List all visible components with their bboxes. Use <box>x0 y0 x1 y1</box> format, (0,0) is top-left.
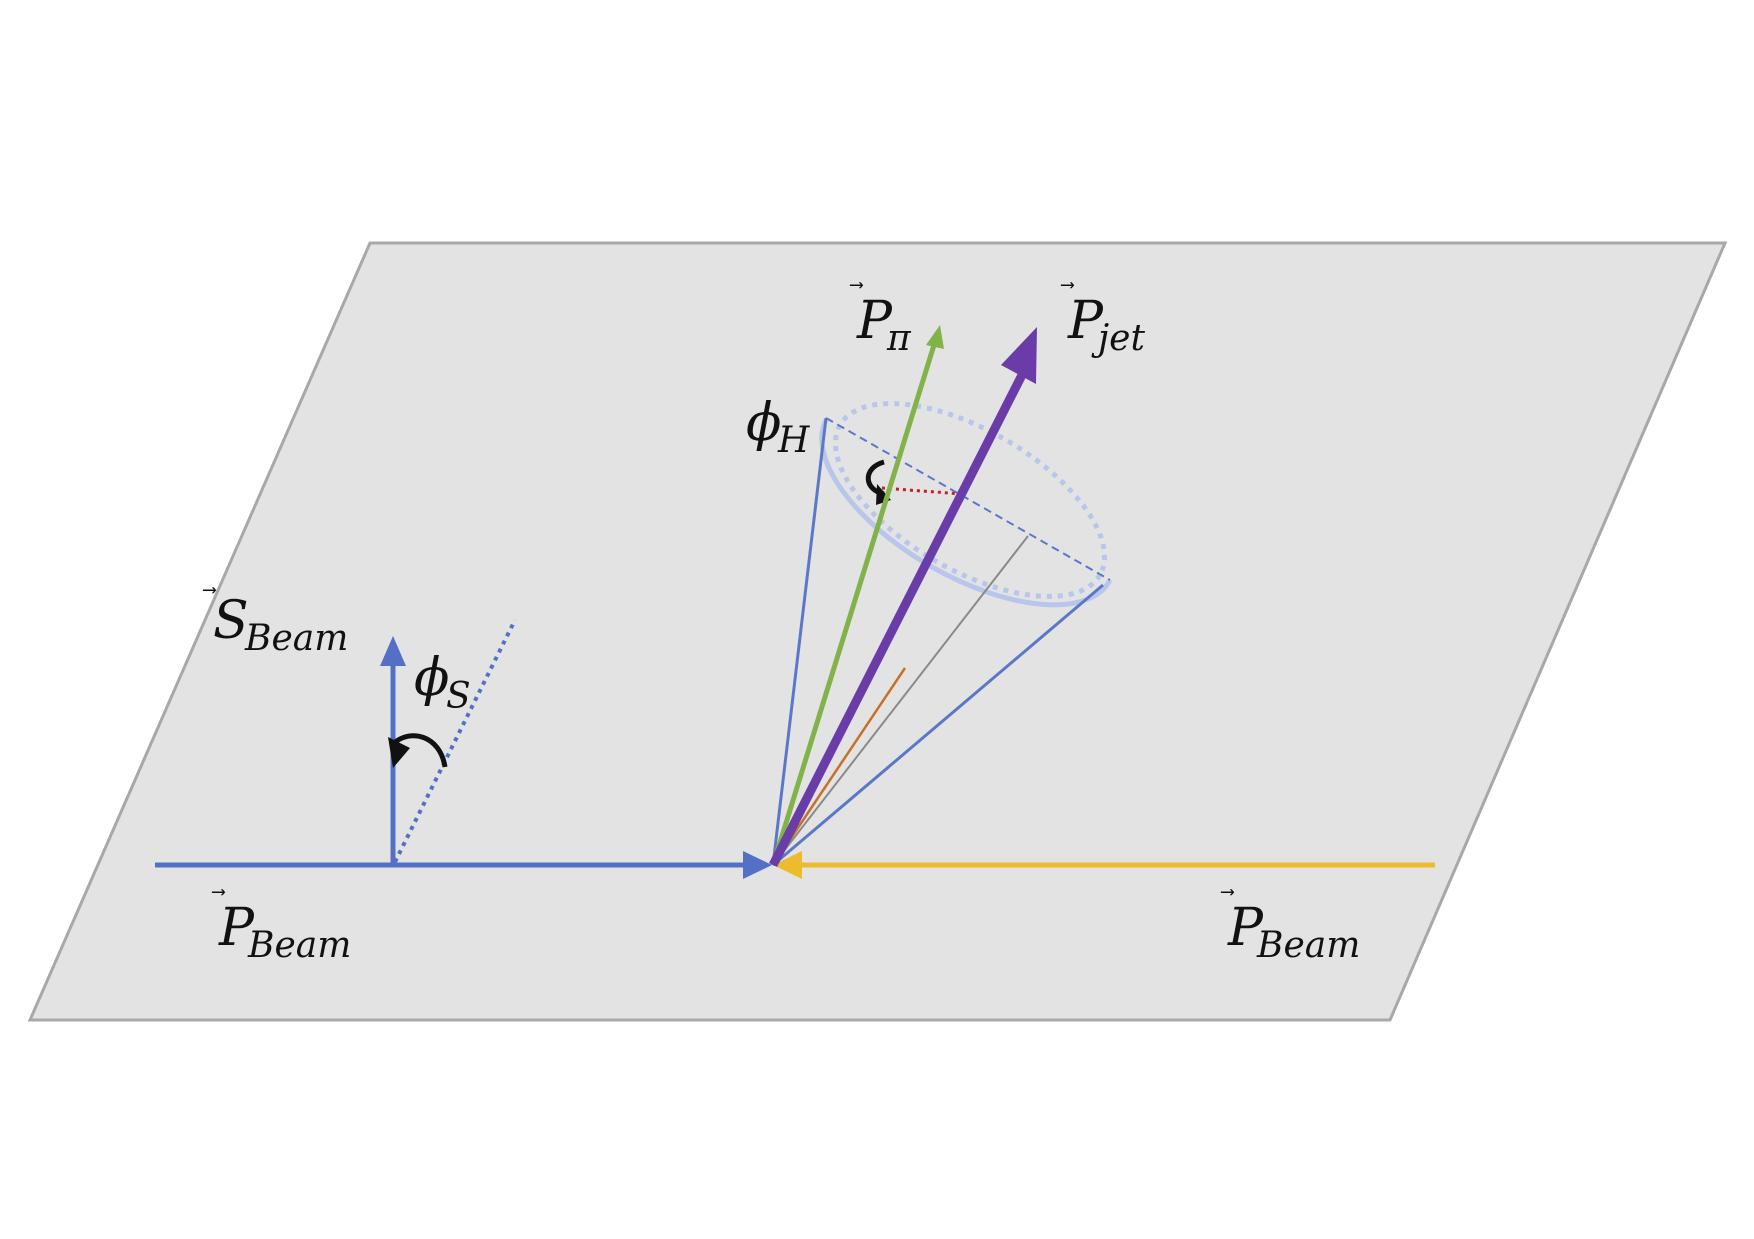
orange-hadron-line <box>771 667 907 866</box>
beam-yellow-arrowhead <box>773 851 802 879</box>
svg-text:Beam: Beam <box>244 618 348 659</box>
svg-text:S: S <box>446 676 471 717</box>
svg-text:S: S <box>213 591 249 651</box>
gray-hadron-line <box>772 535 1029 866</box>
svg-text:Beam: Beam <box>1256 925 1360 966</box>
svg-text:P: P <box>1067 291 1104 351</box>
beam-blue-arrowhead <box>743 851 772 879</box>
label-p-beam-right: ⃗ P Beam <box>1220 889 1360 966</box>
pion-momentum-arrowhead <box>926 325 944 349</box>
label-phi-s: ϕ S <box>414 648 471 717</box>
jet-cone <box>771 401 1113 867</box>
phi-s-rotation-icon <box>388 733 448 768</box>
svg-text:P: P <box>1227 898 1264 958</box>
label-p-jet: ⃗ P jet <box>1060 282 1145 359</box>
svg-text:Beam: Beam <box>247 925 351 966</box>
svg-text:π: π <box>886 318 912 359</box>
svg-text:P: P <box>856 291 893 351</box>
svg-text:jet: jet <box>1091 318 1145 359</box>
label-phi-h: ϕ H <box>746 393 810 461</box>
jet-momentum-line <box>768 372 1027 868</box>
svg-text:ϕ: ϕ <box>414 648 449 708</box>
svg-text:H: H <box>777 420 810 461</box>
spin-vector-arrowhead <box>380 636 406 666</box>
label-s-beam: ⃗ S Beam <box>202 587 348 659</box>
scattering-plane <box>27 241 1728 1022</box>
pion-momentum-line <box>770 344 937 866</box>
jet-momentum-arrowhead <box>1001 327 1037 384</box>
svg-text:ϕ: ϕ <box>746 393 781 453</box>
spin-dotted-line <box>393 619 517 863</box>
svg-text:P: P <box>218 898 255 958</box>
